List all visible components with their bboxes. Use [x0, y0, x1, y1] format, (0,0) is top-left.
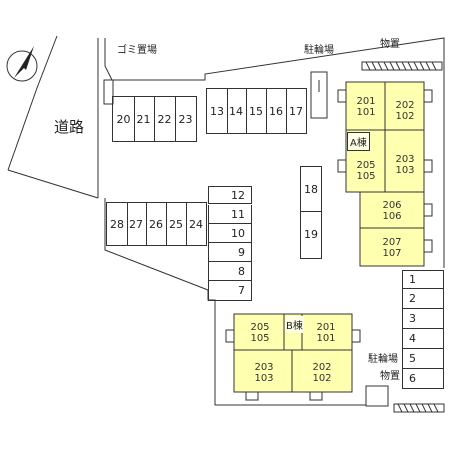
parking-space: 19: [300, 210, 322, 259]
parking-space: 7: [208, 281, 252, 301]
parking-space: 2: [402, 289, 444, 309]
parking-space: 6: [402, 369, 444, 389]
storage-bottom-label: 物置: [380, 371, 400, 382]
building-a-label: A棟: [347, 132, 370, 151]
parking-space: 27: [126, 202, 147, 246]
parking-space: 8: [208, 262, 252, 281]
road-label: 道路: [54, 118, 85, 136]
parking-space: 9: [208, 243, 252, 262]
parking-space: 15: [246, 88, 267, 134]
building-b-label: B棟: [285, 316, 304, 333]
bike-parking-top-label: 駐輪場: [304, 45, 334, 56]
parking-space: 10: [208, 224, 252, 243]
north-arrow-icon: [6, 46, 38, 82]
parking-space: 21: [133, 96, 155, 142]
parking-space: 11: [208, 205, 252, 224]
parking-space: 1: [402, 270, 444, 289]
parking-space: 20: [112, 96, 135, 142]
parking-space: 22: [154, 96, 176, 142]
parking-space: 23: [175, 96, 197, 142]
parking-space: 18: [300, 166, 322, 212]
parking-space: 16: [266, 88, 287, 134]
parking-space: 13: [206, 88, 228, 134]
parking-space: 26: [146, 202, 167, 246]
parking-space: 17: [286, 88, 307, 134]
building-a: [337, 81, 433, 267]
storage-top-label: 物置: [380, 39, 400, 50]
parking-space: 4: [402, 329, 444, 349]
bike-parking-bottom-label: 駐輪場: [368, 354, 398, 365]
parking-space: 25: [166, 202, 187, 246]
parking-space: 5: [402, 349, 444, 369]
parking-space: 12: [208, 186, 252, 204]
garbage-area-label: ゴミ置場: [117, 45, 157, 56]
parking-space: 3: [402, 309, 444, 329]
parking-space: 14: [226, 88, 247, 134]
parking-space: 24: [186, 202, 207, 246]
parking-space: 28: [106, 202, 128, 246]
